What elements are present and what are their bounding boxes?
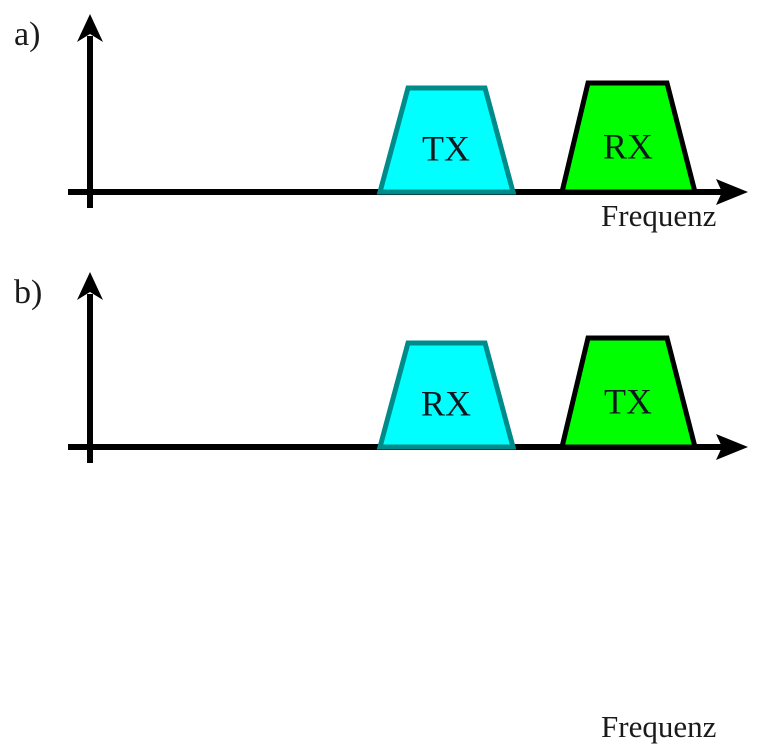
x-axis-caption-a: Frequenz bbox=[601, 198, 717, 233]
panel-b-label: b) bbox=[14, 274, 43, 311]
x-axis-arrowhead-a bbox=[716, 179, 748, 205]
panel-b-plot: RX TX bbox=[68, 272, 748, 463]
band-b-right: TX bbox=[558, 335, 699, 450]
band-b-left-shape bbox=[376, 340, 517, 450]
band-a-left: TX bbox=[376, 85, 517, 195]
band-b-right-label: TX bbox=[604, 381, 652, 421]
y-axis-a bbox=[77, 14, 103, 208]
panel-a-label: a) bbox=[14, 16, 41, 53]
x-axis-caption-b: Frequenz bbox=[601, 709, 717, 744]
band-b-left: RX bbox=[376, 340, 517, 450]
band-b-right-shape bbox=[558, 335, 699, 450]
panel-b: b) RX TX Frequenz bbox=[0, 256, 768, 742]
x-axis-arrowhead-b bbox=[716, 434, 748, 460]
panel-a-plot: TX RX bbox=[68, 14, 748, 208]
y-axis-b bbox=[77, 272, 103, 463]
band-b-left-label: RX bbox=[421, 383, 471, 423]
band-a-left-label: TX bbox=[422, 128, 470, 168]
y-axis-arrowhead-b bbox=[77, 272, 103, 300]
band-a-right-shape bbox=[558, 80, 699, 195]
panel-a: a) TX RX Frequenz bbox=[0, 0, 768, 256]
band-a-left-shape bbox=[376, 85, 517, 195]
band-a-right-label: RX bbox=[603, 126, 653, 166]
y-axis-arrowhead-a bbox=[77, 14, 103, 42]
band-a-right: RX bbox=[558, 80, 699, 195]
